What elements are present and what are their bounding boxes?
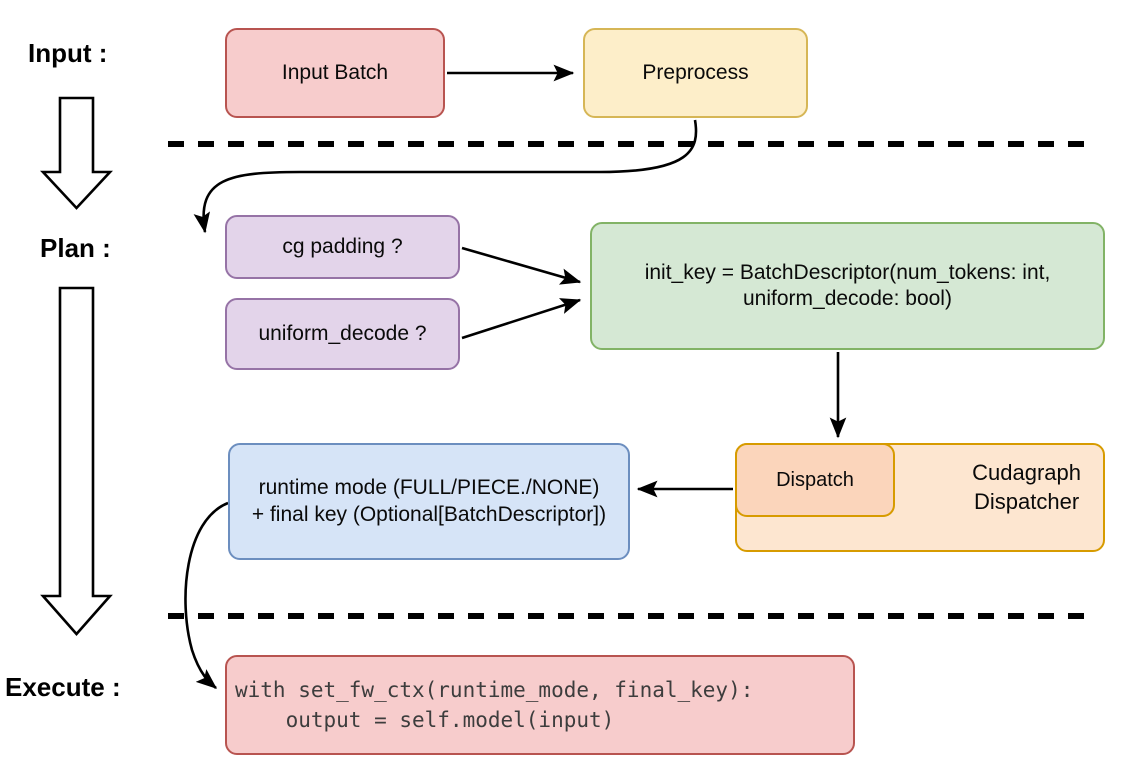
node-runtime-mode-line2: + final key (Optional[BatchDescriptor])	[251, 502, 607, 526]
node-uniform-decode-label: uniform_decode ?	[258, 321, 427, 345]
edge-uniform-decode-to-init-key	[461, 298, 582, 340]
node-cudagraph-dispatcher-text: Cudagraph Dispatcher	[972, 459, 1081, 516]
stage-label-input: Input :	[28, 38, 108, 68]
node-code-block-text: with set_fw_ctx(runtime_mode, final_key)…	[235, 675, 753, 736]
node-cg-padding-label: cg padding ?	[282, 234, 403, 258]
edge-runtime-mode-to-code-block	[184, 501, 229, 689]
node-cudagraph-dispatcher-line2: Dispatcher	[973, 488, 1080, 514]
edge-cg-padding-to-init-key	[461, 246, 582, 285]
node-runtime-mode-line1: runtime mode (FULL/PIECE./NONE)	[258, 476, 600, 500]
edge-preprocess-to-cg-padding	[193, 119, 698, 234]
node-preprocess[interactable]: Preprocess	[583, 28, 808, 118]
stage-label-plan: Plan :	[40, 233, 111, 263]
node-init-key-line2: uniform_decode: bool)	[743, 287, 952, 310]
node-init-key[interactable]: init_key = BatchDescriptor(num_tokens: i…	[590, 222, 1105, 350]
node-input-batch-label: Input Batch	[281, 60, 389, 84]
node-runtime-mode-text: runtime mode (FULL/PIECE./NONE) + final …	[252, 475, 606, 528]
node-init-key-line1: init_key = BatchDescriptor(num_tokens: i…	[644, 260, 1051, 284]
node-cudagraph-dispatcher-line1: Cudagraph	[972, 460, 1081, 485]
node-dispatch[interactable]: Dispatch	[735, 443, 895, 517]
node-preprocess-label: Preprocess	[642, 60, 749, 84]
node-code-block-line1: with set_fw_ctx(runtime_mode, final_key)…	[235, 677, 754, 702]
node-cg-padding[interactable]: cg padding ?	[225, 215, 460, 279]
stage-label-execute: Execute :	[5, 672, 121, 702]
node-init-key-text: init_key = BatchDescriptor(num_tokens: i…	[645, 260, 1051, 313]
stage-arrow-input-to-plan	[40, 96, 113, 210]
stage-arrow-plan-to-execute	[40, 286, 113, 636]
node-runtime-mode[interactable]: runtime mode (FULL/PIECE./NONE) + final …	[228, 443, 630, 560]
node-dispatch-label: Dispatch	[776, 468, 854, 491]
node-uniform-decode[interactable]: uniform_decode ?	[225, 298, 460, 370]
node-code-block-line2: output = self.model(input)	[235, 708, 615, 732]
node-code-block[interactable]: with set_fw_ctx(runtime_mode, final_key)…	[225, 655, 855, 755]
node-input-batch[interactable]: Input Batch	[225, 28, 445, 118]
